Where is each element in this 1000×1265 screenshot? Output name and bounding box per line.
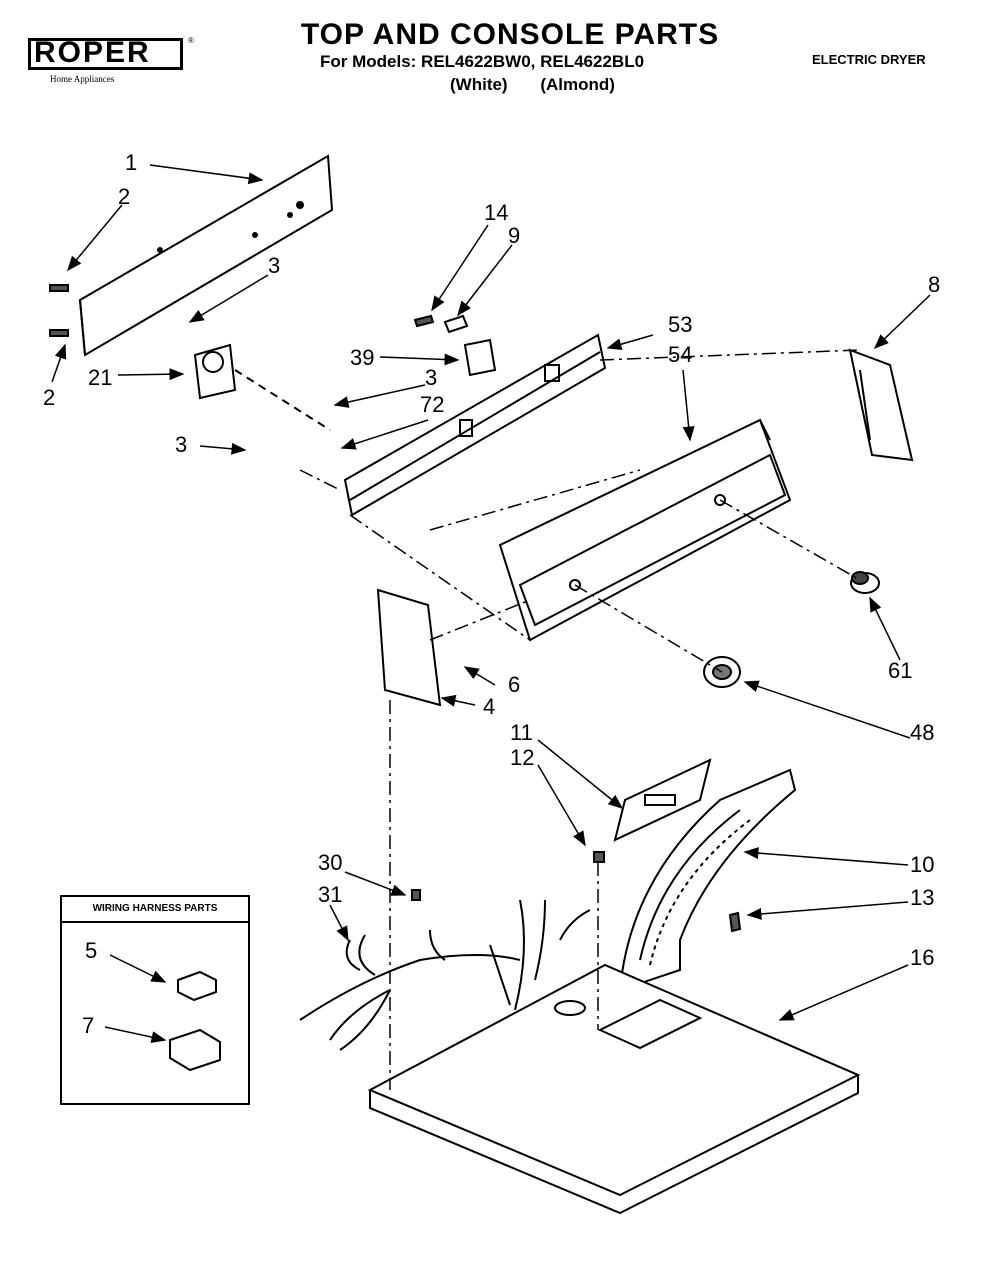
part-1-rear-panel	[78, 154, 334, 357]
callout-12: 12	[510, 745, 534, 770]
callout-31: 31	[318, 882, 342, 907]
wiring-harness-parts-box: WIRING HARNESS PARTS	[60, 895, 250, 1105]
part-30-clip	[411, 889, 421, 901]
callout-7: 7	[82, 1013, 94, 1038]
callout-4: 4	[483, 694, 495, 719]
assembly-guide-lines	[299, 349, 861, 1090]
callout-1: 1	[125, 150, 137, 175]
part-31-wire-harness	[299, 899, 591, 1051]
part-13-screw	[728, 911, 742, 933]
callout-2-bottom: 2	[43, 385, 55, 410]
callout-21: 21	[88, 365, 112, 390]
color-variants: (White) (Almond)	[450, 75, 750, 95]
logo-frame	[28, 38, 183, 70]
part-53-console-bracket	[343, 333, 607, 517]
part-21-timer	[193, 343, 331, 431]
part-14-screw	[413, 314, 435, 328]
callout-numbers: 1 2 2 3 3 3 21 72 14 9 39 53 54 8 61 48 …	[43, 150, 940, 1038]
trademark-mark: ®	[188, 36, 194, 45]
part-2-screws	[49, 284, 69, 337]
harness-box-title: WIRING HARNESS PARTS	[62, 897, 248, 923]
callout-72: 72	[420, 392, 444, 417]
callout-30: 30	[318, 850, 342, 875]
harness-parts-drawings	[169, 970, 221, 1072]
callout-54: 54	[668, 342, 692, 367]
page-title: TOP AND CONSOLE PARTS	[300, 18, 720, 51]
variant-white: (White)	[450, 75, 508, 94]
callout-leaders	[51, 164, 931, 1044]
callout-5: 5	[85, 938, 97, 963]
part-39-switch	[463, 338, 497, 377]
callout-8: 8	[928, 272, 940, 297]
callout-53: 53	[668, 312, 692, 337]
part-7-terminal-block	[169, 1028, 221, 1072]
callout-39: 39	[350, 345, 374, 370]
callout-3-lower: 3	[175, 432, 187, 457]
part-8-end-cap	[848, 348, 914, 462]
callout-2-top: 2	[118, 184, 130, 209]
part-11-bracket	[613, 758, 712, 842]
callout-14: 14	[484, 200, 508, 225]
part-16-dryer-top	[367, 963, 861, 1215]
callout-11: 11	[510, 720, 533, 745]
callout-3-upper: 3	[268, 253, 280, 278]
product-type: ELECTRIC DRYER	[812, 52, 926, 67]
brand-tagline: Home Appliances	[50, 74, 115, 84]
callout-9: 9	[508, 223, 520, 248]
callout-61: 61	[888, 658, 912, 683]
callout-6: 6	[508, 672, 520, 697]
callout-13: 13	[910, 885, 934, 910]
variant-almond: (Almond)	[540, 75, 615, 94]
callout-10: 10	[910, 852, 934, 877]
part-12-clip	[593, 851, 605, 863]
part-9-clip	[443, 314, 469, 334]
part-61-knob	[850, 571, 880, 594]
part-54-console	[498, 418, 792, 642]
part-10-harness-channel	[618, 768, 797, 992]
callout-3-middle: 3	[425, 365, 437, 390]
part-5-connector	[177, 970, 217, 1002]
part-4-side-panel	[376, 588, 442, 707]
models-line: For Models: REL4622BW0, REL4622BL0	[320, 52, 645, 71]
callout-48: 48	[910, 720, 934, 745]
callout-16: 16	[910, 945, 934, 970]
roper-logo: ROPER ® Home Appliances	[28, 28, 194, 88]
brand-name: ROPER	[34, 36, 151, 69]
